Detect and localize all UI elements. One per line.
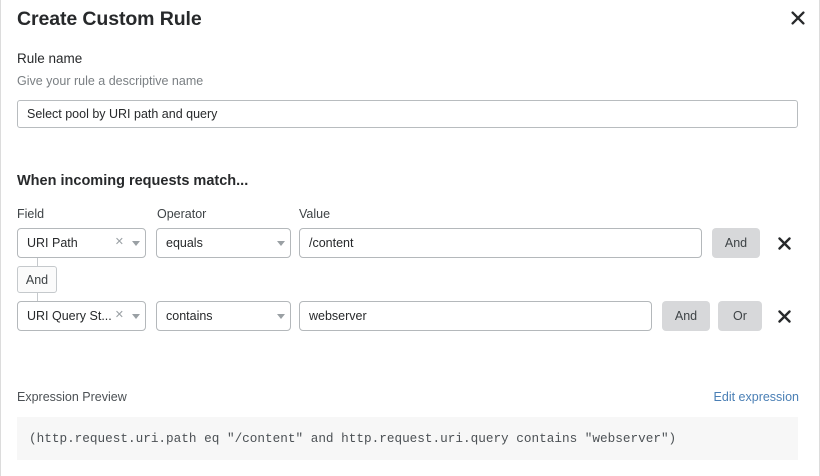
operator-select-value-0: equals bbox=[166, 236, 203, 250]
chevron-down-icon[interactable] bbox=[272, 313, 290, 319]
rule-name-help-text: Give your rule a descriptive name bbox=[17, 74, 204, 88]
page-title: Create Custom Rule bbox=[17, 8, 202, 30]
expression-preview-box: (http.request.uri.path eq "/content" and… bbox=[17, 417, 798, 460]
value-input-1[interactable] bbox=[299, 301, 652, 331]
connector-line bbox=[37, 293, 38, 302]
column-header-value: Value bbox=[299, 207, 331, 221]
field-select-1[interactable]: URI Query St... ✕ bbox=[17, 301, 146, 331]
and-button-0[interactable]: And bbox=[712, 228, 760, 258]
close-icon bbox=[777, 309, 791, 323]
match-section-heading: When incoming requests match... bbox=[17, 173, 249, 189]
close-icon bbox=[777, 236, 791, 250]
close-icon[interactable] bbox=[785, 5, 811, 31]
and-button-1[interactable]: And bbox=[662, 301, 710, 331]
column-header-operator: Operator bbox=[157, 207, 207, 221]
field-select-0[interactable]: URI Path ✕ bbox=[17, 228, 146, 258]
chevron-down-icon[interactable] bbox=[127, 240, 145, 246]
remove-condition-button-0[interactable] bbox=[773, 228, 795, 258]
connector-line bbox=[37, 258, 38, 267]
rule-name-input[interactable] bbox=[17, 100, 798, 128]
operator-select-0[interactable]: equals bbox=[156, 228, 291, 258]
operator-select-1[interactable]: contains bbox=[156, 301, 291, 331]
operator-select-value-1: contains bbox=[166, 309, 213, 323]
edit-expression-link[interactable]: Edit expression bbox=[713, 390, 799, 404]
value-input-0[interactable] bbox=[299, 228, 702, 258]
expression-preview-label: Expression Preview bbox=[17, 390, 127, 404]
expression-preview-text: (http.request.uri.path eq "/content" and… bbox=[29, 431, 677, 446]
rule-name-label: Rule name bbox=[17, 51, 83, 66]
clear-x-icon[interactable]: ✕ bbox=[114, 236, 124, 248]
column-header-field: Field bbox=[17, 207, 45, 221]
remove-condition-button-1[interactable] bbox=[773, 301, 795, 331]
or-button-1[interactable]: Or bbox=[718, 301, 762, 331]
connector-and-badge[interactable]: And bbox=[17, 266, 57, 293]
clear-x-icon[interactable]: ✕ bbox=[114, 309, 124, 321]
chevron-down-icon[interactable] bbox=[272, 240, 290, 246]
field-select-value-1: URI Query St... bbox=[27, 309, 112, 323]
field-select-value-0: URI Path bbox=[27, 236, 78, 250]
chevron-down-icon[interactable] bbox=[127, 313, 145, 319]
